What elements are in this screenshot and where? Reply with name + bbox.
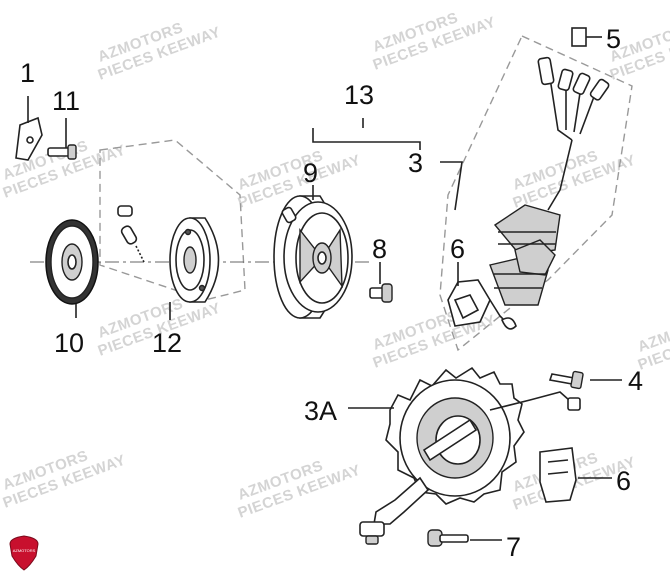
part-pickup-6-lower [539,447,577,503]
callout-1: 1 [20,58,35,88]
callout-9: 9 [303,158,318,188]
callout-11: 11 [52,86,80,116]
callouts: 1 11 13 9 3 5 8 6 10 12 4 3A 6 7 [20,24,643,562]
part-screw-11 [47,144,77,160]
brand-logo: AZMOTORS [9,535,39,571]
part-clutch [169,217,220,303]
part-bolt-4 [548,370,584,390]
callout-3: 3 [408,148,423,178]
part-connector-5 [571,27,587,47]
part-stator-3 [489,204,561,306]
watermark: AZMOTORS PIECES KEEWAY [96,19,224,84]
callout-8: 8 [372,234,387,264]
callout-6-lower: 6 [616,466,631,496]
leader-lines [27,36,622,541]
logo-text: AZMOTORS [13,548,36,553]
logo-shield-icon [9,535,39,571]
part-flywheel [273,195,353,319]
part-screw-7 [427,529,469,547]
callout-13: 13 [344,80,374,110]
watermark: AZMOTORS PIECES KEEWAY [236,457,364,522]
part-stator-wiring [537,56,610,211]
part-starter-gear [45,219,99,305]
callout-12: 12 [152,328,182,358]
callout-4: 4 [628,366,643,396]
part-stator-3a [385,366,581,505]
part-pickup-6-upper [447,279,517,330]
watermark: AZMOTORS PIECES KEEWAY [371,9,499,74]
watermark: AZMOTORS PIECES KEEWAY [1,447,129,512]
part-cable-3a [359,476,430,545]
assembly-outline-12 [99,139,246,301]
callout-3a: 3A [304,396,337,426]
part-bracket [15,116,43,161]
callout-7: 7 [506,532,521,562]
part-nut [369,283,393,303]
callout-5: 5 [606,24,621,54]
part-clutch-roller [117,205,145,263]
watermark: AZMOTORS PIECES KEEWAY [636,309,670,374]
callout-10: 10 [54,328,84,358]
callout-6-upper: 6 [450,234,465,264]
